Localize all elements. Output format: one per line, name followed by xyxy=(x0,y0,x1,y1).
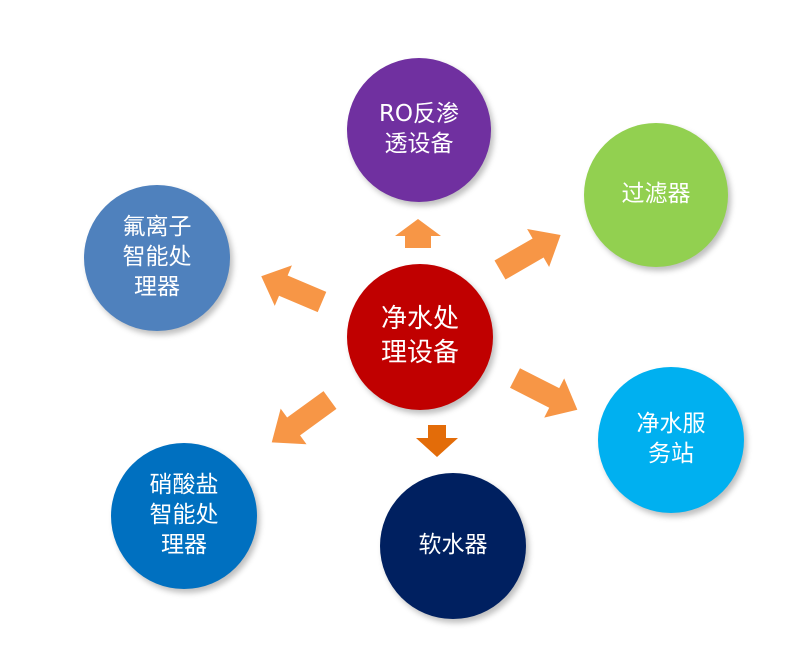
fluoride-line-1: 氟离子 xyxy=(122,214,192,241)
station-line-2: 务站 xyxy=(648,441,694,467)
filter-node: 过滤器 xyxy=(584,123,728,267)
center-line-1: 净水处 xyxy=(380,304,459,335)
nitrate-node: 硝酸盐 智能处 理器 xyxy=(111,443,257,589)
nitrate-line-2: 智能处 xyxy=(149,502,219,529)
filter-node-label: 过滤器 xyxy=(622,180,691,210)
fluoride-node: 氟离子 智能处 理器 xyxy=(84,185,230,331)
ro-node: RO反渗 透设备 xyxy=(347,58,491,202)
arrow-to-ro xyxy=(395,219,441,248)
fluoride-line-3: 理器 xyxy=(134,273,180,300)
ro-line-2: 透设备 xyxy=(384,131,454,157)
station-node: 净水服 务站 xyxy=(598,367,744,513)
arrow-to-softener xyxy=(416,425,458,457)
filter-line-1: 过滤器 xyxy=(621,181,691,208)
nitrate-node-label: 硝酸盐 智能处 理器 xyxy=(150,471,219,561)
softener-line-1: 软水器 xyxy=(418,532,488,559)
softener-node: 软水器 xyxy=(380,473,526,619)
arrow-to-fluoride xyxy=(261,265,327,313)
center-node-label: 净水处 理设备 xyxy=(381,303,459,371)
fluoride-line-2: 智能处 xyxy=(122,244,192,271)
softener-node-label: 软水器 xyxy=(419,531,488,561)
arrow-to-station xyxy=(510,368,578,418)
station-line-1: 净水服 xyxy=(636,411,706,438)
arrow-to-filter xyxy=(494,228,561,280)
arrow-to-nitrate xyxy=(271,391,337,445)
fluoride-node-label: 氟离子 智能处 理器 xyxy=(123,213,192,303)
center-line-2: 理设备 xyxy=(380,338,459,368)
nitrate-line-1: 硝酸盐 xyxy=(149,472,219,499)
ro-node-label: RO反渗 透设备 xyxy=(379,100,459,160)
nitrate-line-3: 理器 xyxy=(161,531,207,558)
center-node: 净水处 理设备 xyxy=(347,264,493,410)
station-node-label: 净水服 务站 xyxy=(637,410,706,470)
ro-line-1: RO反渗 xyxy=(378,101,460,128)
